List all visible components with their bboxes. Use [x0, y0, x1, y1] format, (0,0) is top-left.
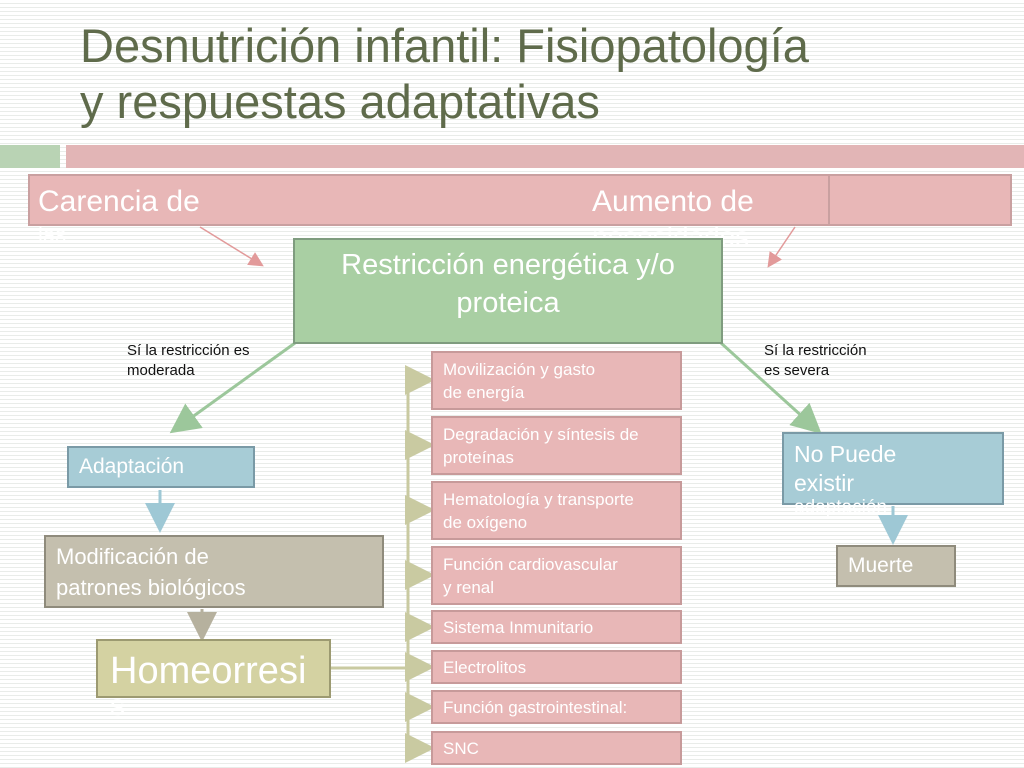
effect-line1: Degradación y síntesis de [443, 424, 639, 444]
slide-title: Desnutrición infantil: Fisiopatología y … [80, 18, 1010, 130]
death-label: Muerte [848, 554, 914, 577]
cause-left-line2: las [38, 222, 67, 247]
adaptation-label: Adaptación [79, 455, 185, 478]
arrow-left-cause [199, 226, 264, 267]
title-accent-bar-pink [66, 145, 1024, 168]
modification-line1: Modificación de [56, 543, 209, 569]
homeorresis-line1: Homeorresi [110, 650, 307, 692]
effect-line1: Electrolitos [443, 657, 527, 677]
condition-moderate: Sí la restricción es moderada [127, 341, 250, 381]
homeorresis-line2: s [110, 689, 125, 722]
no-adaptation-line2: existir [794, 470, 855, 496]
effect-line1: Función gastrointestinal: [443, 697, 628, 717]
condition-moderate-line2: moderada [127, 362, 195, 379]
effect-line1: Sistema Inmunitario [443, 617, 594, 637]
arrow-to-adaptation [169, 341, 296, 434]
modification-box: Modificación de patrones biológicos [44, 535, 384, 608]
central-line1: Restricción energética y/o [341, 249, 675, 281]
effect-box-electrolytes: Electrolitos [431, 650, 682, 684]
title-accent-bar-green [0, 145, 60, 168]
causes-band [28, 174, 1012, 226]
central-line2: proteica [456, 287, 560, 319]
condition-severe-line2: es severa [764, 362, 830, 379]
no-adaptation-line1: No Puede [794, 441, 897, 467]
effect-box-cns: SNC [431, 731, 682, 765]
effect-box-immune: Sistema Inmunitario [431, 610, 682, 644]
death-box: Muerte [836, 545, 956, 587]
effect-box-proteins: Degradación y síntesis de proteínas [431, 416, 682, 475]
effect-box-hematology: Hematología y transporte de oxígeno [431, 481, 682, 540]
causes-band-divider [828, 174, 830, 226]
slide-title-line1: Desnutrición infantil: Fisiopatología [80, 19, 809, 72]
arrow-to-no-adaptation [719, 341, 822, 435]
effect-box-cardiovascular: Función cardiovascular y renal [431, 546, 682, 605]
central-restriction-box: Restricción energética y/o proteica [293, 238, 723, 344]
effect-box-energy: Movilización y gasto de energía [431, 351, 682, 410]
condition-moderate-line1: Sí la restricción es [127, 342, 250, 359]
cause-left-line1: Carencia de [38, 185, 200, 218]
adaptation-box: Adaptación [67, 446, 255, 488]
slide-title-line2: y respuestas adaptativas [80, 75, 600, 128]
modification-line2: patrones biológicos [56, 574, 246, 600]
effect-line1: Hematología y transporte [443, 489, 634, 509]
arrow-right-cause [767, 226, 796, 268]
effect-line1: Movilización y gasto [443, 359, 596, 379]
effect-line2: y renal [443, 577, 495, 597]
effect-line2: proteínas [443, 447, 514, 467]
effect-box-gastrointestinal: Función gastrointestinal: [431, 690, 682, 724]
homeorresis-box: Homeorresi s [96, 639, 331, 721]
no-adaptation-box: No Puede existir adaptación [782, 432, 1004, 518]
effects-bracket [331, 365, 435, 763]
effect-line1: SNC [443, 738, 479, 758]
condition-severe: Sí la restricción es severa [764, 341, 867, 381]
no-adaptation-line3: adaptación [794, 497, 887, 518]
cause-right-line1: Aumento de [592, 185, 754, 218]
effect-line1: Función cardiovascular [443, 554, 618, 574]
effect-line2: de energía [443, 382, 525, 402]
cause-left: Carencia de las [38, 182, 200, 248]
condition-severe-line1: Sí la restricción [764, 342, 867, 359]
effect-line2: de oxígeno [443, 512, 528, 532]
